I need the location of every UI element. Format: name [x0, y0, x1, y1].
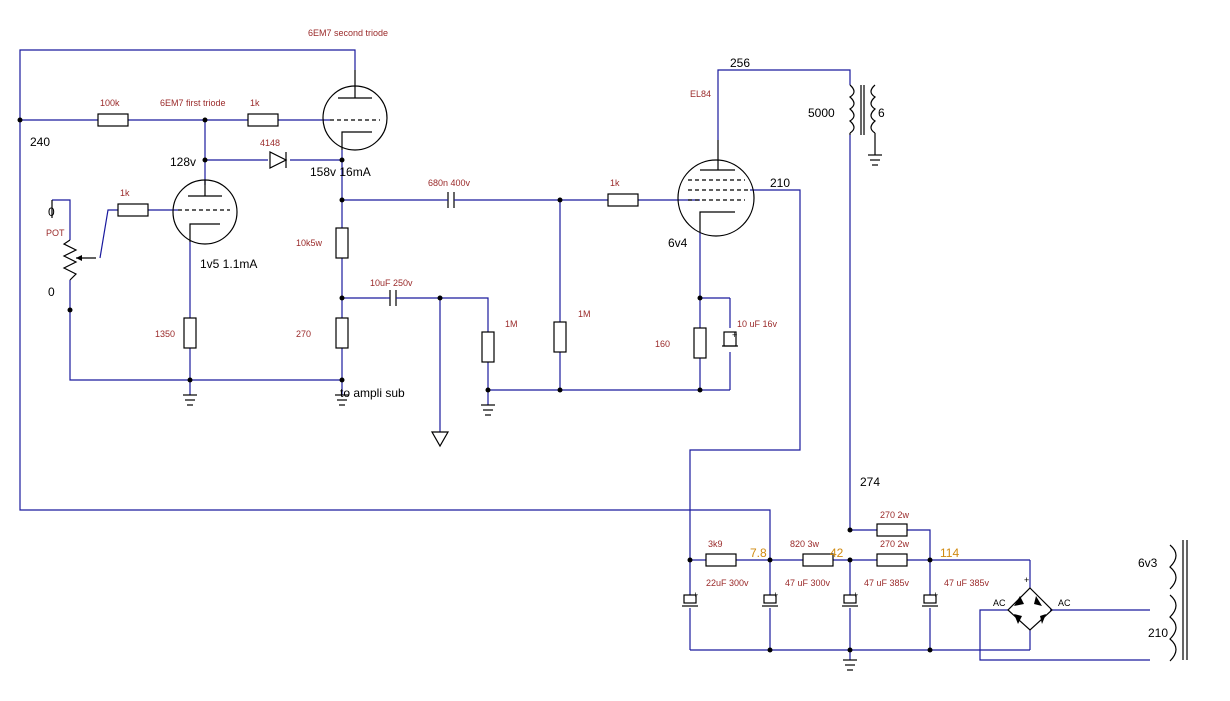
- label-820: 820 3w: [790, 539, 820, 549]
- svg-text:+: +: [933, 590, 938, 600]
- label-ac-right: AC: [1058, 598, 1071, 608]
- label-240: 240: [30, 135, 50, 149]
- label-to-ampli-sub: to ampli sub: [340, 386, 405, 400]
- signal-ground-icon: [430, 431, 450, 448]
- label-680n: 680n 400v: [428, 178, 471, 188]
- tube-el84: [677, 140, 755, 237]
- ground-icon: [183, 394, 197, 406]
- label-1k-el84: 1k: [610, 178, 620, 188]
- capacitor-22uf: [682, 594, 698, 607]
- capacitor-680n: [440, 192, 456, 208]
- svg-text:+: +: [773, 590, 778, 600]
- ground-icon: [335, 394, 349, 406]
- capacitors: [386, 192, 938, 607]
- label-114: 114: [940, 546, 959, 560]
- label-6v3: 6v3: [1138, 556, 1158, 570]
- ground-symbols: [183, 154, 882, 671]
- label-4148: 4148: [260, 138, 280, 148]
- label-6em7-second: 6EM7 second triode: [308, 28, 388, 38]
- label-22uf: 22uF 300v: [706, 578, 749, 588]
- labels: 6EM7 second triode 6EM7 first triode 100…: [30, 28, 1168, 640]
- label-el84: EL84: [690, 89, 711, 99]
- label-pot-top: 0: [48, 205, 55, 219]
- label-3k9: 3k9: [708, 539, 723, 549]
- label-pot-bottom: 0: [48, 285, 55, 299]
- resistor-1m-b: [553, 321, 567, 353]
- label-1k-grid: 1k: [250, 98, 260, 108]
- ground-icon: [481, 404, 495, 416]
- label-47uf-385v-a: 47 uF 385v: [864, 578, 910, 588]
- wires: [19, 49, 1150, 661]
- resistor-160: [693, 327, 707, 359]
- label-1k-input: 1k: [120, 188, 130, 198]
- label-1350: 1350: [155, 329, 175, 339]
- capacitor-47uf-385v-a: [842, 594, 858, 607]
- resistor-1k-input: [117, 203, 149, 217]
- resistor-100k: [97, 113, 129, 127]
- potentiometer: [51, 200, 96, 281]
- ground-icon: [843, 659, 857, 671]
- label-pot: POT: [46, 228, 65, 238]
- label-256: 256: [730, 56, 750, 70]
- label-270: 270: [296, 329, 311, 339]
- label-274: 274: [860, 475, 880, 489]
- resistor-10k: [335, 227, 349, 259]
- resistor-3k9: [705, 553, 737, 567]
- label-47uf-300v: 47 uF 300v: [785, 578, 831, 588]
- label-7-8: 7.8: [750, 546, 767, 560]
- label-10uf-250v: 10uF 250v: [370, 278, 413, 288]
- svg-text:+: +: [693, 590, 698, 600]
- label-1m-a: 1M: [505, 319, 518, 329]
- label-270-2w-top: 270 2w: [880, 510, 910, 520]
- label-1v5: 1v5 1.1mA: [200, 257, 257, 271]
- resistor-1350: [183, 317, 197, 349]
- resistors: [97, 113, 908, 567]
- label-bridge-plus: +: [1024, 575, 1029, 585]
- svg-text:+: +: [732, 330, 737, 340]
- label-128v: 128v: [170, 155, 196, 169]
- label-6: 6: [878, 106, 885, 120]
- junctions: [17, 117, 933, 653]
- label-160: 160: [655, 339, 670, 349]
- label-270-2w-mid: 270 2w: [880, 539, 910, 549]
- label-10uf-16v: 10 uF 16v: [737, 319, 778, 329]
- label-ac-left: AC: [993, 598, 1006, 608]
- label-6v4: 6v4: [668, 236, 688, 250]
- tube-6em7-second-triode: [322, 70, 388, 151]
- capacitor-10uf-250v: [386, 290, 400, 306]
- resistor-270-2w-mid: [876, 553, 908, 567]
- capacitor-10uf-16v: [722, 331, 738, 347]
- label-42: 42: [830, 546, 844, 560]
- diode-4148: [269, 151, 288, 169]
- label-1m-b: 1M: [578, 309, 591, 319]
- label-6em7-first: 6EM7 first triode: [160, 98, 226, 108]
- resistor-1k-el84: [607, 193, 639, 207]
- resistor-270-2w-top: [876, 523, 908, 537]
- label-158v: 158v 16mA: [310, 165, 371, 179]
- label-100k: 100k: [100, 98, 120, 108]
- bridge-rectifier: [1007, 587, 1053, 631]
- capacitor-47uf-300v: [762, 594, 778, 607]
- label-47uf-385v-b: 47 uF 385v: [944, 578, 990, 588]
- resistor-1k-grid: [247, 113, 279, 127]
- ground-icon: [868, 154, 882, 166]
- resistor-270: [335, 317, 349, 349]
- output-transformer: [848, 84, 877, 155]
- capacitor-47uf-385v-b: [922, 594, 938, 607]
- tube-6em7-first-triode: [172, 179, 238, 245]
- polarity-marks: + + + + +: [693, 330, 938, 600]
- resistor-820: [802, 553, 834, 567]
- svg-text:+: +: [853, 590, 858, 600]
- power-transformer: [1169, 540, 1188, 662]
- label-210-plate: 210: [770, 176, 790, 190]
- label-5000: 5000: [808, 106, 835, 120]
- label-10k: 10k5w: [296, 238, 323, 248]
- label-210-tx: 210: [1148, 626, 1168, 640]
- resistor-1m-a: [481, 331, 495, 363]
